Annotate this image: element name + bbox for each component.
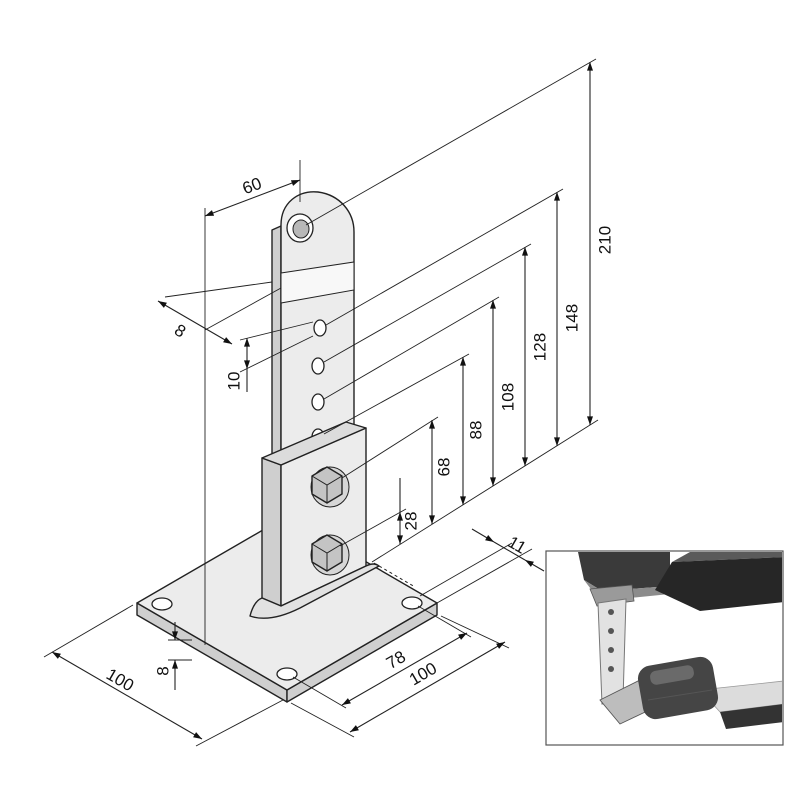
extension-line bbox=[325, 188, 564, 326]
extension-line bbox=[43, 604, 134, 658]
plate-hole-front bbox=[276, 667, 298, 681]
photo-strip-hole bbox=[608, 647, 614, 653]
extension-line bbox=[305, 58, 597, 226]
dimension-line bbox=[349, 641, 506, 733]
plate-hole-left bbox=[151, 597, 173, 611]
slot-hole-2 bbox=[311, 357, 325, 375]
dimension-label: 28 bbox=[402, 512, 421, 531]
photo-strip-hole bbox=[608, 628, 614, 634]
photo-connector-highlight bbox=[650, 665, 694, 685]
dimension-line bbox=[524, 559, 545, 572]
sleeve-top-lip bbox=[261, 421, 367, 466]
extension-line bbox=[204, 287, 282, 331]
photo-right-block bbox=[655, 557, 782, 611]
dimension-label: 68 bbox=[435, 458, 454, 477]
photo-right-block-top bbox=[672, 552, 782, 562]
extension-line bbox=[164, 281, 273, 298]
dimension-label: 100 bbox=[103, 665, 137, 696]
dimension-hole-edge-offset: 11 bbox=[419, 528, 545, 604]
dimension-height-210: 210 bbox=[305, 58, 615, 425]
extension-line bbox=[292, 676, 347, 709]
dimension-label: 8 bbox=[154, 666, 173, 675]
dimension-height-108: 108 bbox=[323, 296, 518, 486]
dimension-height-128: 128 bbox=[323, 243, 550, 466]
sleeve-flange bbox=[249, 563, 380, 619]
extension-line bbox=[323, 353, 470, 435]
top-bolt-icon bbox=[292, 219, 310, 239]
dimension-label: 108 bbox=[499, 383, 518, 411]
dimension-line-bridge bbox=[493, 541, 526, 561]
extension-line bbox=[341, 416, 439, 479]
dimension-label: 88 bbox=[467, 421, 486, 440]
dimension-label: 8 bbox=[171, 320, 189, 341]
dimension-line bbox=[204, 179, 301, 217]
dimension-line bbox=[157, 300, 233, 345]
extension-line bbox=[290, 702, 355, 738]
photo-rail-dark bbox=[720, 704, 782, 729]
strip-band bbox=[280, 261, 355, 304]
extension-line bbox=[436, 548, 533, 604]
dimension-height-148: 148 bbox=[325, 188, 582, 446]
dimension-label: 128 bbox=[531, 333, 550, 361]
extension-line bbox=[417, 605, 472, 638]
extension-line bbox=[323, 243, 532, 363]
lower-bolt bbox=[310, 534, 350, 576]
dimension-height-28: 28 bbox=[339, 478, 421, 547]
photo-strip-hole bbox=[608, 666, 614, 672]
dimension-height-68: 68 bbox=[341, 416, 454, 524]
extension-line bbox=[239, 335, 314, 373]
extension-line bbox=[419, 542, 513, 597]
sleeve-side-face bbox=[261, 457, 282, 607]
dimension-first-slot-offset: 10 bbox=[225, 321, 314, 392]
extension-line bbox=[239, 321, 314, 341]
photo-connector-seam bbox=[647, 689, 713, 701]
dimension-label: 100 bbox=[406, 659, 440, 690]
dimension-label: 10 bbox=[225, 372, 244, 391]
inset-content bbox=[578, 552, 782, 729]
slot-hole-1 bbox=[313, 319, 327, 337]
dimension-height-88: 88 bbox=[323, 353, 486, 505]
inset-photo bbox=[545, 550, 784, 746]
extension-line bbox=[195, 699, 284, 747]
dimension-label: 11 bbox=[505, 532, 530, 557]
dimension-line bbox=[51, 651, 203, 740]
slot-hole-3 bbox=[311, 393, 325, 411]
hidden-edge bbox=[373, 562, 416, 588]
dimension-line bbox=[471, 528, 495, 543]
upper-strip bbox=[271, 191, 355, 461]
plate-hole-right bbox=[401, 596, 423, 610]
extension-line bbox=[323, 296, 500, 400]
dimension-label: 148 bbox=[563, 304, 582, 332]
strip-side-edge bbox=[271, 225, 282, 461]
photo-top-left-block bbox=[578, 552, 670, 591]
height-baseline bbox=[371, 419, 599, 563]
extension-line bbox=[339, 508, 407, 547]
dimension-label: 210 bbox=[596, 226, 615, 254]
upper-bolt bbox=[310, 466, 350, 508]
photo-strip-hole bbox=[608, 609, 614, 615]
extension-line bbox=[440, 615, 510, 649]
